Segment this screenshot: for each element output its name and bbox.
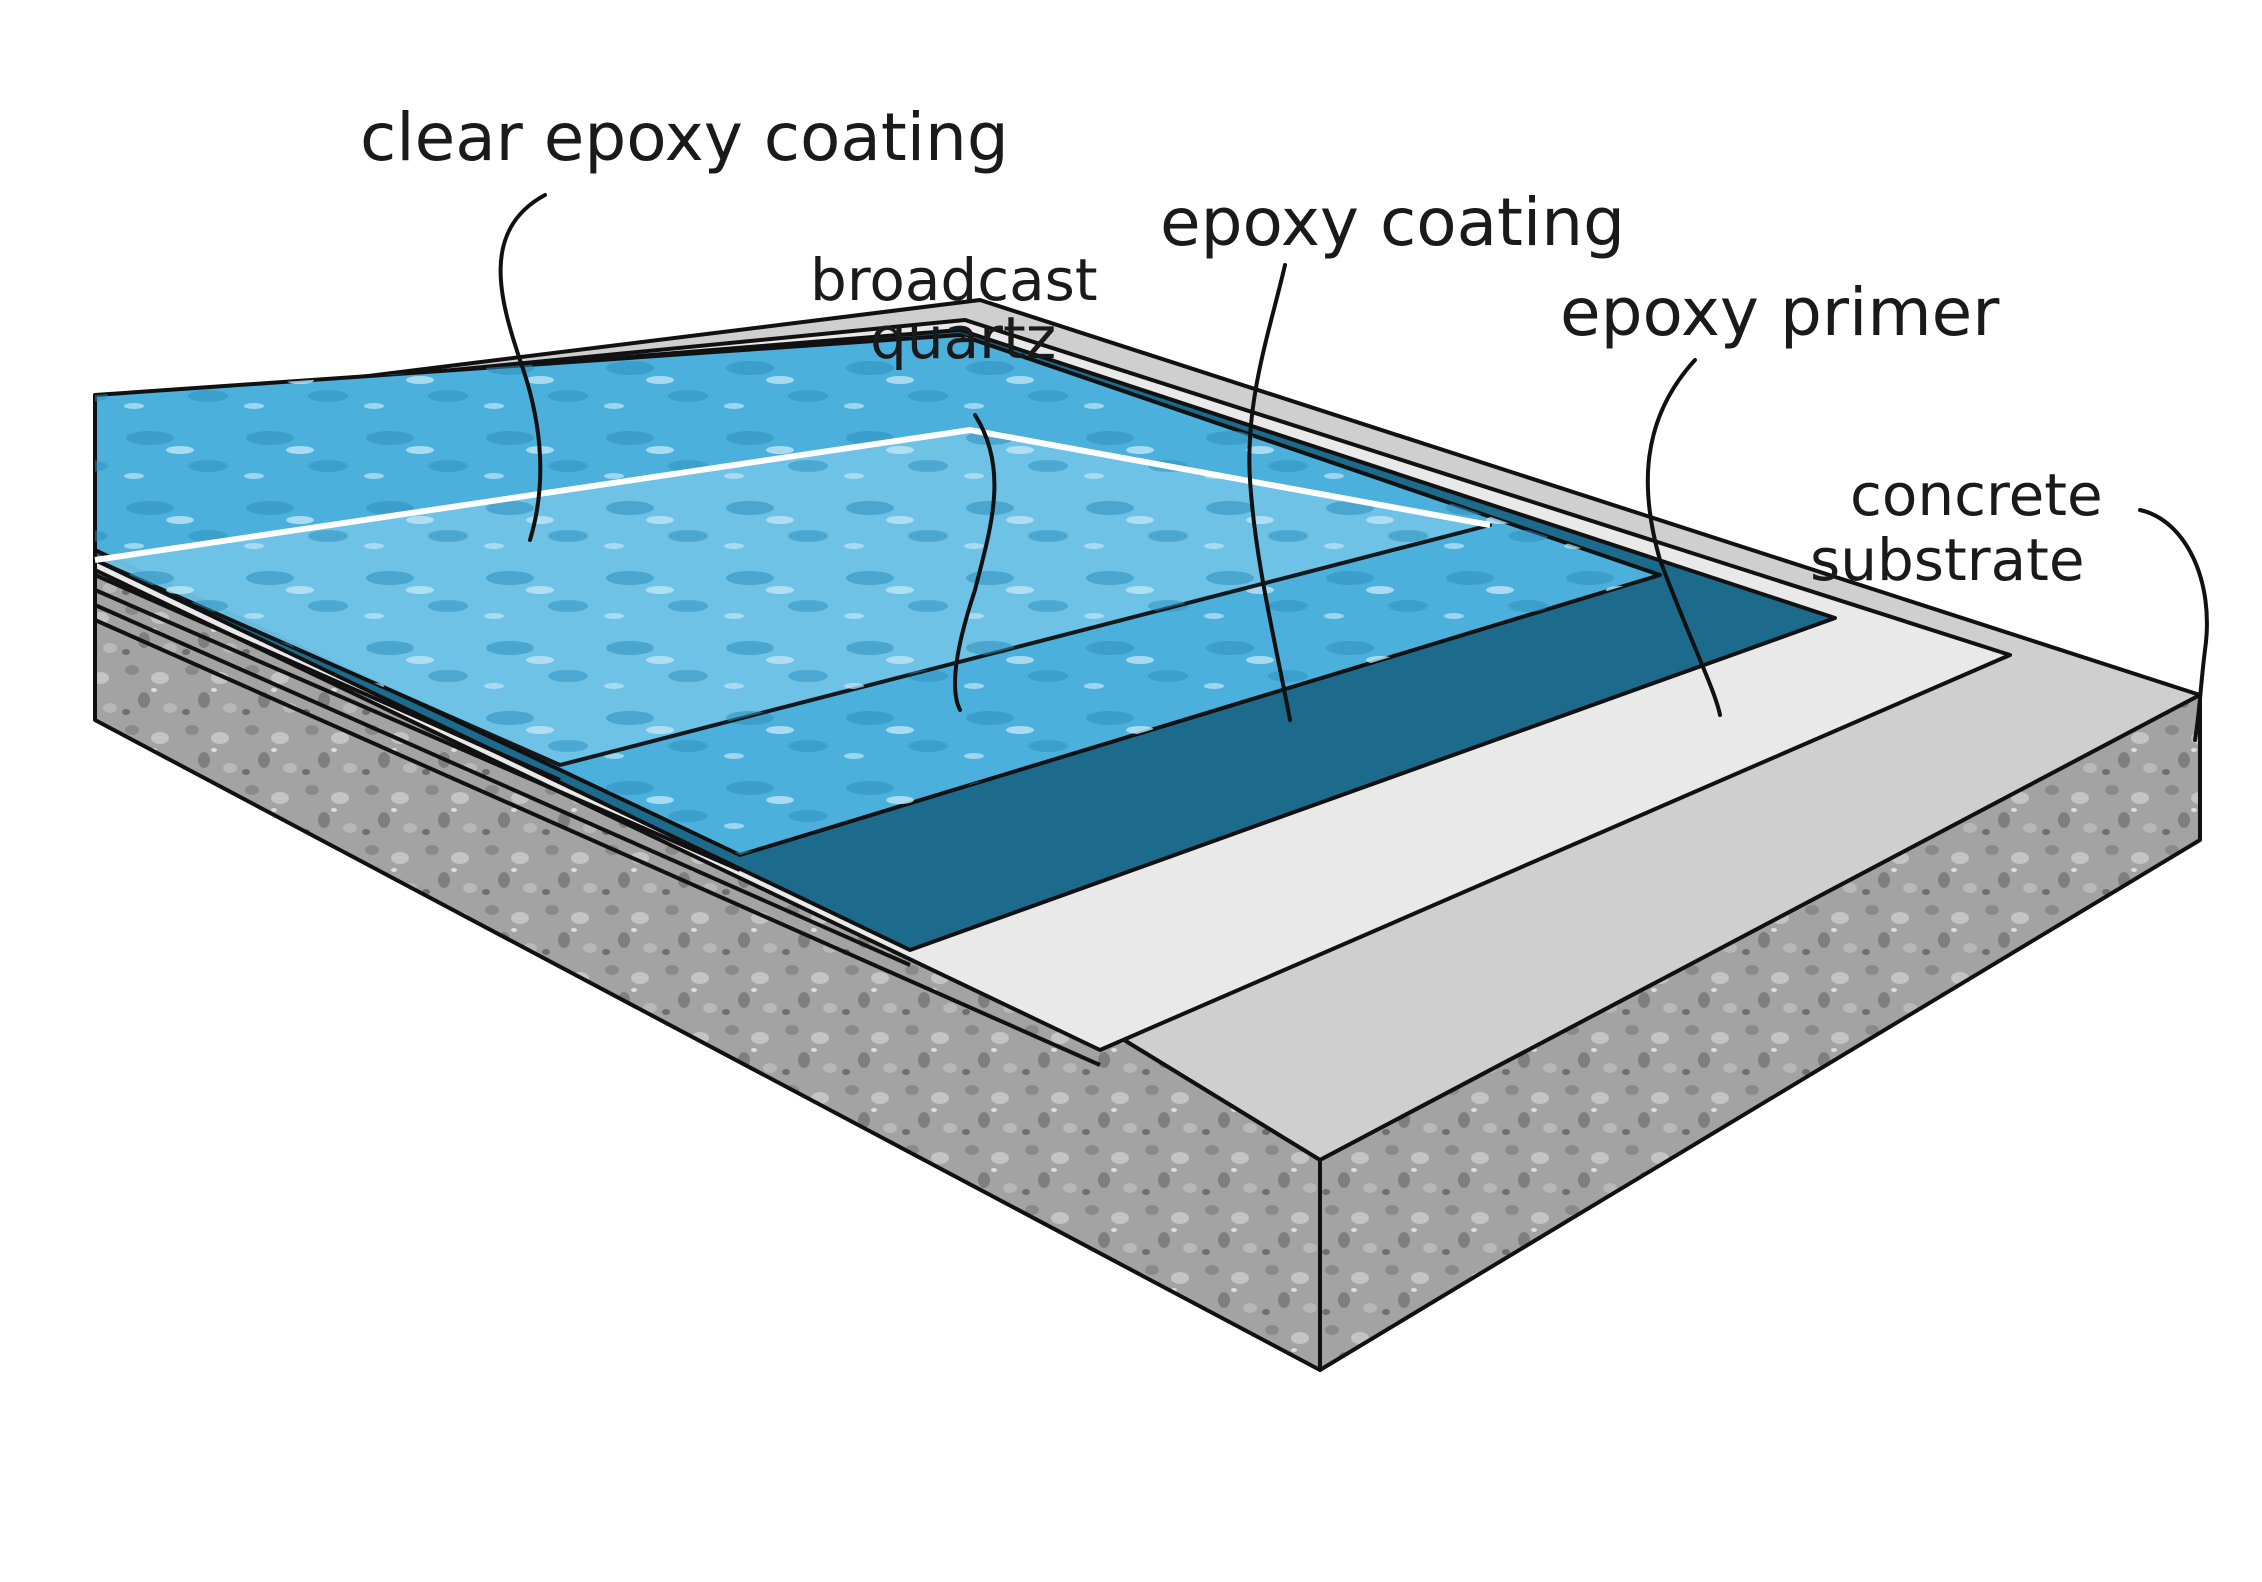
leader-clear-epoxy [498,193,547,542]
clear-coat-texture [95,430,1490,765]
clear-coat-highlight [94,426,1491,563]
concrete-right-side [1318,693,2202,1372]
leader-broadcast-quartz [953,413,997,712]
label-epoxy-primer: epoxy primer [1560,274,2000,351]
label-epoxy-coating: epoxy coating [1160,184,1625,261]
leader-epoxy-primer [1645,358,1722,717]
leader-epoxy-coating [1247,263,1292,722]
label-concrete: concrete [1850,461,2103,529]
label-quartz: quartz [870,304,1056,372]
leader-concrete-substrate [2138,508,2209,742]
layer-edge-lines [94,573,1101,1067]
label-clear-epoxy-coating: clear epoxy coating [360,99,1009,176]
label-substrate: substrate [1810,526,2085,594]
label-broadcast: broadcast [810,246,1098,314]
